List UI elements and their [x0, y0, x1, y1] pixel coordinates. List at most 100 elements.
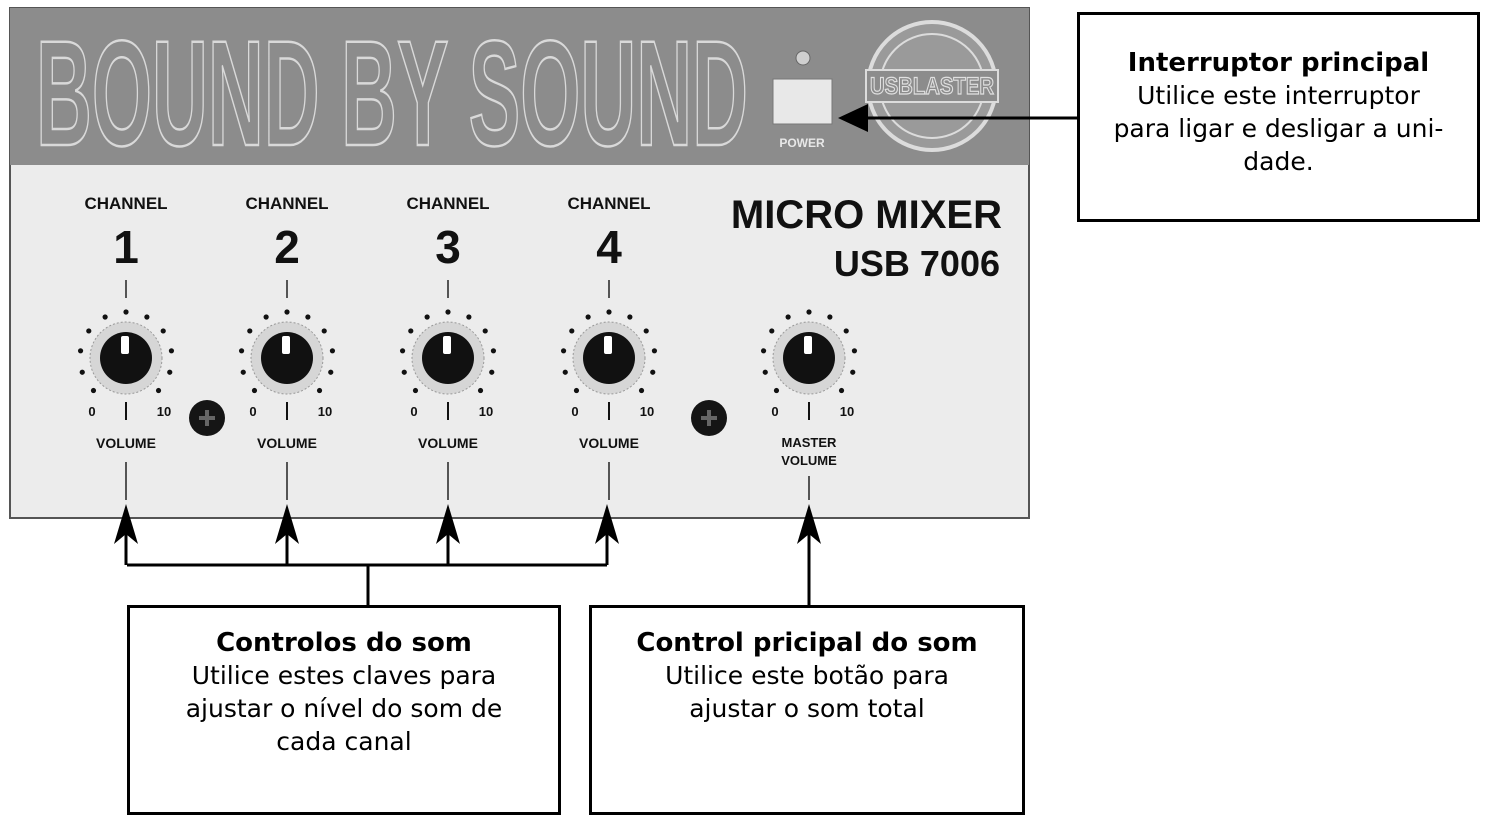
knob[interactable] [783, 332, 835, 384]
scale-dot [316, 387, 323, 394]
scale-dot [240, 369, 246, 375]
scale-dot [79, 369, 85, 375]
scale-dot [490, 348, 497, 354]
connector-lines [127, 104, 1077, 605]
scale-dot [424, 314, 430, 320]
master-label: VOLUME [781, 453, 837, 468]
knob[interactable] [583, 332, 635, 384]
arrowhead [436, 504, 460, 544]
scale-dot [827, 314, 833, 320]
scale-dot [489, 369, 495, 375]
knob[interactable] [100, 332, 152, 384]
scale-min: 0 [88, 404, 95, 419]
panel-header [10, 8, 1029, 165]
callout-power-switch: Interruptor principal Utilice este inter… [1077, 12, 1480, 222]
scale-dot [155, 387, 162, 394]
volume-label: VOLUME [579, 435, 639, 451]
callout-body: Utilice este interruptor para ligar e de… [1113, 81, 1444, 176]
scale-dot [284, 309, 290, 315]
scale-dot [86, 328, 92, 334]
scale-max: 10 [318, 404, 332, 419]
knob-pointer [604, 336, 612, 354]
scale-dot [328, 369, 334, 375]
callout-title: Control pricipal do som [636, 628, 978, 658]
scale-dot [585, 314, 591, 320]
volume-label: VOLUME [96, 435, 156, 451]
knob-pointer [282, 336, 290, 354]
callout-title: Controlos do som [216, 628, 472, 658]
volume-label: VOLUME [418, 435, 478, 451]
knob-pointer [804, 336, 812, 354]
plus-button[interactable] [691, 400, 727, 436]
callout-body: Utilice este botão para ajustar o som to… [665, 661, 949, 723]
power-led [795, 50, 811, 66]
scale-dot [102, 314, 108, 320]
scale-dot [408, 328, 414, 334]
channel-number: 3 [435, 221, 461, 273]
knob-pointer [121, 336, 129, 354]
model-number: USB 7006 [834, 243, 1000, 284]
usblaster-logo: USBLASTER [865, 20, 999, 152]
scale-dot [123, 309, 129, 315]
mixer-panel: BOUND BY SOUND POWER USBLASTER MICRO MIX… [9, 7, 1030, 519]
scale-dot [247, 328, 253, 334]
channel-caption: CHANNEL [245, 194, 328, 213]
scale-dot [806, 309, 812, 315]
channel-number: 1 [113, 221, 139, 273]
callout-channel-controls: Controlos do som Utilice estes claves pa… [127, 605, 561, 815]
arrowhead [114, 504, 138, 544]
channel-number: 4 [596, 221, 622, 273]
knob-pointer [443, 336, 451, 354]
scale-max: 10 [640, 404, 654, 419]
plus-button[interactable] [189, 400, 225, 436]
channel-caption: CHANNEL [406, 194, 489, 213]
logo-text: USBLASTER [870, 73, 994, 100]
scale-max: 10 [157, 404, 171, 419]
scale-dot [321, 328, 327, 334]
scale-dot [77, 348, 84, 354]
channel-number: 2 [274, 221, 300, 273]
channel-arrows [114, 504, 821, 565]
scale-dot [167, 369, 173, 375]
scale-dot [90, 387, 97, 394]
scale-max: 10 [840, 404, 854, 419]
scale-dot [251, 387, 258, 394]
scale-dot [329, 348, 336, 354]
scale-dot [482, 328, 488, 334]
scale-dot [477, 387, 484, 394]
scale-dot [850, 369, 856, 375]
scale-min: 0 [249, 404, 256, 419]
scale-dot [569, 328, 575, 334]
knob[interactable] [261, 332, 313, 384]
scale-min: 0 [410, 404, 417, 419]
scale-dot [638, 387, 645, 394]
arrowhead [595, 504, 619, 544]
scale-dot [573, 387, 580, 394]
scale-min: 0 [771, 404, 778, 419]
scale-dot [650, 369, 656, 375]
scale-dot [562, 369, 568, 375]
scale-dot [445, 309, 451, 315]
scale-dot [769, 328, 775, 334]
power-switch[interactable] [772, 78, 833, 125]
knob[interactable] [422, 332, 474, 384]
scale-dot [412, 387, 419, 394]
scale-dot [843, 328, 849, 334]
callout-title: Interruptor principal [1127, 48, 1430, 78]
brand-logo: BOUND BY SOUND [36, 9, 748, 177]
volume-label: VOLUME [257, 435, 317, 451]
scale-min: 0 [571, 404, 578, 419]
scale-dot [305, 314, 311, 320]
scale-dot [762, 369, 768, 375]
scale-dot [168, 348, 175, 354]
channel-caption: CHANNEL [84, 194, 167, 213]
scale-dot [838, 387, 845, 394]
power-label: POWER [779, 136, 825, 150]
scale-dot [627, 314, 633, 320]
arrowhead [275, 504, 299, 544]
scale-dot [401, 369, 407, 375]
